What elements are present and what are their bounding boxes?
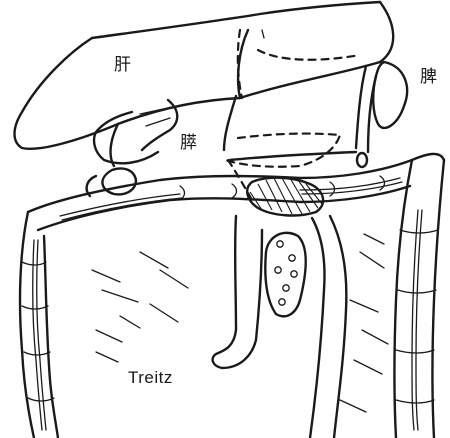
hidden-outlines bbox=[225, 30, 360, 200]
gallbladder-label: 膵 bbox=[180, 128, 197, 153]
spleen-outline bbox=[373, 62, 407, 128]
liver-outline bbox=[15, 2, 394, 149]
hatched-flexure bbox=[247, 178, 323, 216]
descending-colon bbox=[395, 160, 445, 438]
ascending-colon bbox=[20, 212, 58, 438]
liver-label: 肝 bbox=[114, 50, 131, 75]
jejunum-loop bbox=[213, 216, 347, 438]
spleen-label: 脾 bbox=[420, 62, 437, 87]
treitz-label: Treitz bbox=[128, 368, 173, 388]
